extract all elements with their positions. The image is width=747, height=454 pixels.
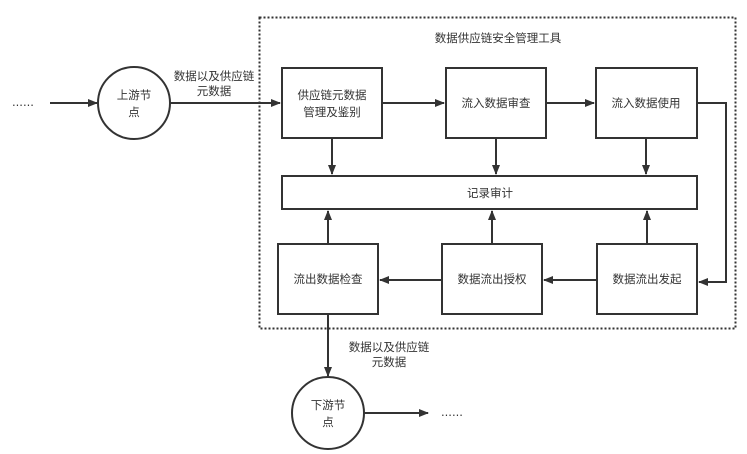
audit-label: 记录审计 xyxy=(467,186,513,200)
tool-boundary-frame xyxy=(258,16,737,330)
downstream-label-2: 点 xyxy=(322,415,334,429)
meta-mgmt-box[interactable]: 供应链元数据 管理及鉴别 xyxy=(281,67,383,139)
frame-title: 数据供应链安全管理工具 xyxy=(435,31,562,45)
outflow-start-label: 数据流出发起 xyxy=(613,272,682,286)
upstream-node[interactable]: 上游节 点 xyxy=(97,66,171,140)
left-ellipsis: ...... xyxy=(12,95,34,109)
inflow-review-box[interactable]: 流入数据审查 xyxy=(445,67,547,139)
right-ellipsis: ...... xyxy=(441,405,463,419)
downstream-node[interactable]: 下游节 点 xyxy=(291,376,365,450)
edge-in-label-1: 数据以及供应链 xyxy=(174,69,255,83)
upstream-label-1: 上游节 xyxy=(117,88,152,102)
outflow-start-box[interactable]: 数据流出发起 xyxy=(596,243,698,315)
outflow-auth-label: 数据流出授权 xyxy=(458,272,527,286)
outflow-check-label: 流出数据检查 xyxy=(294,272,363,286)
inflow-review-label: 流入数据审查 xyxy=(462,96,531,110)
upstream-label-2: 点 xyxy=(128,105,140,119)
downstream-label-1: 下游节 xyxy=(311,398,346,412)
inflow-use-label: 流入数据使用 xyxy=(612,96,681,110)
edge-use-to-start xyxy=(697,102,727,286)
audit-box[interactable]: 记录审计 xyxy=(281,175,698,210)
edge-out-label-1: 数据以及供应链 xyxy=(349,340,430,354)
meta-mgmt-label-2: 管理及鉴别 xyxy=(303,105,361,119)
edge-in-label-2: 元数据 xyxy=(197,84,232,98)
edge-out-label-2: 元数据 xyxy=(372,355,407,369)
outflow-auth-box[interactable]: 数据流出授权 xyxy=(441,243,543,315)
inflow-use-box[interactable]: 流入数据使用 xyxy=(595,67,698,139)
meta-mgmt-label-1: 供应链元数据 xyxy=(298,88,367,102)
outflow-check-box[interactable]: 流出数据检查 xyxy=(277,243,379,315)
